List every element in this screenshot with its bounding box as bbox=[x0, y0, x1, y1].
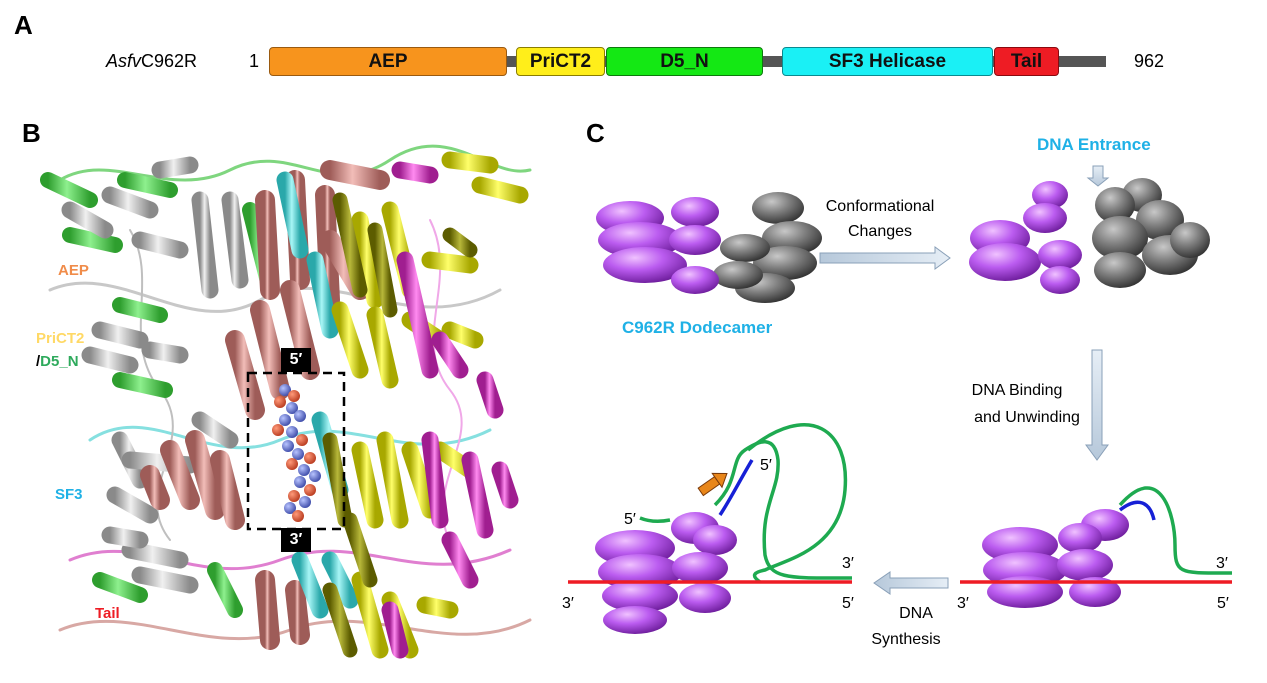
label-slash: / bbox=[36, 353, 41, 370]
domain-sf3-label: SF3 Helicase bbox=[828, 50, 947, 72]
dodecamer-open bbox=[969, 178, 1210, 294]
domain-tail: Tail bbox=[994, 47, 1059, 76]
label-aep: AEP bbox=[58, 262, 89, 279]
arrow-dna-synthesis bbox=[873, 571, 949, 595]
domain-tail-label: Tail bbox=[1010, 50, 1043, 72]
domain-d5n-label: D5_N bbox=[660, 50, 709, 72]
domain-prict2: PriCT2 bbox=[516, 47, 605, 76]
domain-start: 1 bbox=[249, 51, 260, 71]
protein-id: C962R bbox=[141, 51, 198, 71]
dodecamer-closed bbox=[596, 192, 822, 303]
dna-entrance-label: DNA Entrance bbox=[1037, 135, 1151, 154]
domain-d5n: D5_N bbox=[606, 47, 763, 76]
step1-line1: Conformational bbox=[826, 198, 935, 215]
domain-end: 962 bbox=[1134, 51, 1165, 71]
dna-model bbox=[272, 384, 321, 522]
right-bottom-3prime: 3′ bbox=[957, 595, 969, 612]
left-bottom-3prime: 3′ bbox=[562, 595, 574, 612]
arrow-conformational bbox=[819, 246, 951, 270]
protein-prefix: Asfv bbox=[106, 51, 142, 71]
arrow-dna-entrance bbox=[1086, 165, 1110, 187]
domain-aep: AEP bbox=[269, 47, 507, 76]
mechanism-diagram: Conformational Changes DNA Binding and U… bbox=[562, 165, 1233, 648]
step2-line1: DNA Binding bbox=[972, 382, 1063, 399]
step2-line2: and Unwinding bbox=[974, 409, 1080, 426]
complex-binding bbox=[960, 486, 1233, 608]
protein-name: AsfvC962R bbox=[106, 51, 197, 72]
label-sf3: SF3 bbox=[55, 486, 83, 503]
label-d5n-row: /D5_N bbox=[36, 353, 79, 370]
dna-3prime-tag: 3′ bbox=[281, 528, 311, 552]
step3-line2: Synthesis bbox=[871, 631, 940, 648]
panel-label-a: A bbox=[14, 10, 33, 40]
step1-line2: Changes bbox=[848, 223, 912, 240]
step3-line1: DNA bbox=[899, 605, 933, 622]
right-top-3prime: 3′ bbox=[1216, 555, 1228, 572]
structure-image bbox=[40, 144, 532, 659]
right-bottom-5prime: 5′ bbox=[1217, 595, 1229, 612]
panel-label-c: C bbox=[586, 118, 605, 148]
dodecamer-label: C962R Dodecamer bbox=[622, 318, 773, 337]
panel-label-b: B bbox=[22, 118, 41, 148]
label-tail: Tail bbox=[95, 605, 120, 622]
dna-5prime-tag: 5′ bbox=[281, 348, 311, 372]
left-top-3prime: 3′ bbox=[842, 555, 854, 572]
left-top-5prime: 5′ bbox=[760, 457, 772, 474]
left-5prime-end: 5′ bbox=[624, 511, 636, 528]
label-prict2: PriCT2 bbox=[36, 330, 85, 347]
arrow-dna-binding bbox=[1085, 349, 1109, 461]
domain-aep-label: AEP bbox=[368, 50, 408, 72]
domain-sf3-helicase: SF3 Helicase bbox=[782, 47, 993, 76]
label-d5n: D5_N bbox=[40, 353, 79, 370]
left-bottom-5prime: 5′ bbox=[842, 595, 854, 612]
domain-prict2-label: PriCT2 bbox=[529, 50, 592, 72]
complex-synthesis bbox=[568, 423, 853, 634]
